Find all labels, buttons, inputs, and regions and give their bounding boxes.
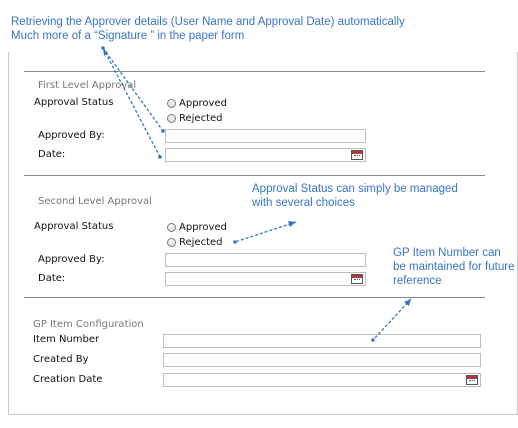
radio-label: Rejected — [179, 113, 223, 124]
radio-button[interactable] — [167, 99, 176, 108]
radio-button[interactable] — [167, 238, 176, 247]
calendar-icon[interactable] — [351, 150, 363, 160]
first-approved-radio[interactable]: Approved — [167, 98, 227, 109]
section-divider — [24, 175, 485, 176]
annotation-line: be maintained for future — [393, 261, 515, 273]
item-number-field[interactable] — [163, 334, 481, 348]
first-date-label: Date: — [38, 149, 66, 160]
arrow-to-item-number — [372, 298, 412, 341]
first-approval-status-label: Approval Status — [34, 97, 114, 108]
section-divider — [24, 71, 485, 72]
second-date-field[interactable] — [165, 272, 366, 286]
second-approval-status-label: Approval Status — [34, 221, 114, 232]
calendar-icon[interactable] — [466, 375, 478, 385]
second-level-title: Second Level Approval — [38, 196, 152, 207]
radio-label: Rejected — [179, 237, 223, 248]
annotation-line: Approval Status can simply be managed — [252, 183, 458, 195]
gp-item-title: GP Item Configuration — [33, 319, 144, 330]
second-approved-by-label: Approved By: — [38, 254, 105, 265]
arrow-dot — [371, 338, 375, 342]
radio-label: Approved — [179, 98, 227, 109]
annotation-line: Much more of a “Signature ” in the paper… — [11, 30, 245, 42]
annotation-line: Retrieving the Approver details (User Na… — [11, 16, 405, 28]
arrow-head — [103, 48, 108, 56]
annotation-approver-details: Retrieving the Approver details (User Na… — [11, 15, 405, 43]
arrow-dot — [233, 240, 237, 244]
item-number-label: Item Number — [33, 334, 100, 345]
second-rejected-radio[interactable]: Rejected — [167, 237, 223, 248]
first-rejected-radio[interactable]: Rejected — [167, 113, 223, 124]
arrow-head — [404, 299, 411, 306]
created-by-label: Created By — [33, 354, 89, 365]
second-approved-by-field[interactable] — [165, 253, 366, 267]
creation-date-field[interactable] — [163, 373, 481, 387]
section-divider — [24, 297, 485, 298]
annotation-approval-status: Approval Status can simply be managed wi… — [252, 182, 458, 210]
radio-button[interactable] — [167, 223, 176, 232]
calendar-icon[interactable] — [351, 274, 363, 284]
second-approved-radio[interactable]: Approved — [167, 222, 227, 233]
created-by-field[interactable] — [163, 353, 481, 367]
annotation-line: with several choices — [252, 197, 355, 209]
radio-button[interactable] — [167, 114, 176, 123]
second-date-label: Date: — [38, 273, 66, 284]
first-level-title: First Level Approval — [38, 80, 137, 91]
first-date-field[interactable] — [165, 148, 366, 162]
first-approved-by-field[interactable] — [165, 129, 366, 143]
arrow-dot — [161, 129, 165, 133]
arrow-to-date — [102, 47, 161, 158]
annotation-gp-item: GP Item Number can be maintained for fut… — [393, 246, 514, 288]
arrow-to-rejected — [234, 221, 297, 243]
annotation-line: GP Item Number can — [393, 247, 501, 259]
arrow-dot — [158, 155, 162, 159]
creation-date-label: Creation Date — [33, 374, 103, 385]
annotation-line: reference — [393, 275, 442, 287]
arrow-head — [288, 221, 296, 227]
radio-label: Approved — [179, 222, 227, 233]
arrow-to-approved-by — [102, 47, 164, 132]
first-approved-by-label: Approved By: — [38, 130, 105, 141]
